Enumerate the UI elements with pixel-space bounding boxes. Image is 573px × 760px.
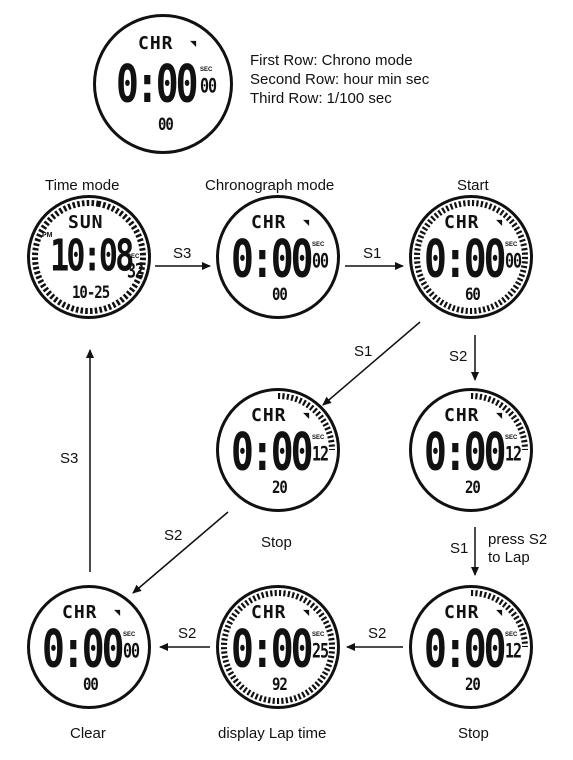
watch-face-stop-mid: CHR ◥ 0:00 SEC 12 20 xyxy=(216,388,340,512)
hundredths-digits: 00 xyxy=(272,285,288,305)
sec-label: SEC xyxy=(200,67,213,73)
alarm-icon: ◥ xyxy=(190,39,197,48)
seconds-digits: 00 xyxy=(505,249,522,273)
seconds-digits: 00 xyxy=(123,639,140,663)
edge-label-s3-left: S3 xyxy=(60,450,79,467)
edge-label-s2-bottom-right: S2 xyxy=(368,625,387,642)
sec-label: SEC xyxy=(312,435,325,441)
hundredths-digits: 92 xyxy=(272,675,288,695)
sec-label: SEC xyxy=(505,632,518,638)
sec-label: SEC xyxy=(312,242,325,248)
seconds-ring xyxy=(414,200,528,314)
sec-label: SEC xyxy=(123,632,136,638)
label-clear: Clear xyxy=(70,725,106,742)
alarm-icon: ◥ xyxy=(496,411,503,420)
date-digits: 10-25 xyxy=(72,283,110,303)
legend-line-3: Third Row: 1/100 sec xyxy=(250,90,392,107)
label-lap-time: display Lap time xyxy=(218,725,327,742)
label-chrono-mode: Chronograph mode xyxy=(205,177,335,194)
seconds-digits: 12 xyxy=(505,639,522,663)
seconds-digits: 12 xyxy=(312,442,329,466)
alarm-icon: ◥ xyxy=(303,411,310,420)
seconds-digits: 25 xyxy=(312,639,329,663)
watch-face-chrono-mode: CHR ◥ 0:00 SEC 00 00 xyxy=(216,195,340,319)
watch-face-start: CHR ◥ 0:00 SEC 00 60 xyxy=(409,195,533,319)
mode-text: CHR xyxy=(251,405,287,426)
mode-text: CHR xyxy=(251,212,287,233)
edge-label-press-s2: press S2 xyxy=(488,531,548,548)
watch-face-legend: CHR ◥ 0:00 SEC 00 00 xyxy=(93,14,233,154)
alarm-icon: ◥ xyxy=(303,218,310,227)
mode-text: CHR xyxy=(138,33,174,54)
hundredths-digits: 20 xyxy=(465,478,481,498)
label-stop-right: Stop xyxy=(458,725,489,742)
alarm-icon: ◥ xyxy=(496,218,503,227)
label-start: Start xyxy=(457,177,489,194)
hundredths-digits: 20 xyxy=(465,675,481,695)
seconds-ring xyxy=(470,393,528,451)
alarm-icon: ◥ xyxy=(303,608,310,617)
mode-text: CHR xyxy=(444,405,480,426)
watch-face-time-mode: SUN PM 10:08 SEC 32 10-25 xyxy=(27,195,151,319)
hundredths-digits: 00 xyxy=(83,675,99,695)
sec-label: SEC xyxy=(127,254,140,260)
edge-label-s1-diag: S1 xyxy=(354,343,373,360)
edge-label-to-lap: to Lap xyxy=(488,549,530,566)
legend-line-1: First Row: Chrono mode xyxy=(250,52,413,69)
watch-face-lap-right: CHR ◥ 0:00 SEC 12 20 xyxy=(409,388,533,512)
watch-face-lap-time: CHR ◥ 0:00 SEC 25 92 xyxy=(216,585,340,709)
watch-face-stop-right: CHR ◥ 0:00 SEC 12 20 xyxy=(409,585,533,709)
seconds-digits: 00 xyxy=(200,74,217,98)
mode-text: CHR xyxy=(62,602,98,623)
edge-label-s1-press: S1 xyxy=(450,540,469,557)
seconds-ring xyxy=(32,200,146,315)
main-time: 0:00 xyxy=(231,229,313,290)
arrow-s1-start-to-stop xyxy=(322,321,421,406)
seconds-digits: 32 xyxy=(127,259,144,283)
edge-label-s2-diag: S2 xyxy=(164,527,183,544)
edge-label-s2-down: S2 xyxy=(449,348,468,365)
edge-label-s1-top: S1 xyxy=(363,245,382,262)
main-time: 0:00 xyxy=(116,54,198,115)
alarm-icon: ◥ xyxy=(114,608,121,617)
main-time: 10:08 xyxy=(50,229,134,282)
label-time-mode: Time mode xyxy=(45,177,120,194)
hundredths-digits: 20 xyxy=(272,478,288,498)
seconds-ring xyxy=(221,590,335,704)
mode-text: SUN xyxy=(68,212,104,233)
main-time: 0:00 xyxy=(231,422,313,483)
main-time: 0:00 xyxy=(424,229,506,290)
edge-label-s3-top: S3 xyxy=(173,245,192,262)
main-time: 0:00 xyxy=(424,422,506,483)
mode-text: CHR xyxy=(444,212,480,233)
seconds-ring xyxy=(277,393,335,451)
main-time: 0:00 xyxy=(42,619,124,680)
sec-label: SEC xyxy=(312,632,325,638)
seconds-digits: 12 xyxy=(505,442,522,466)
label-stop-mid: Stop xyxy=(261,534,292,551)
main-time: 0:00 xyxy=(424,619,506,680)
legend-line-2: Second Row: hour min sec xyxy=(250,71,430,88)
alarm-icon: ◥ xyxy=(496,608,503,617)
edge-label-s2-bottom-left: S2 xyxy=(178,625,197,642)
mode-text: CHR xyxy=(251,602,287,623)
seconds-digits: 00 xyxy=(312,249,329,273)
arrow-s2-stop-to-clear xyxy=(132,511,229,594)
watch-face-clear: CHR ◥ 0:00 SEC 00 00 xyxy=(27,585,151,709)
sec-label: SEC xyxy=(505,435,518,441)
sec-label: SEC xyxy=(505,242,518,248)
hundredths-digits: 00 xyxy=(158,115,174,135)
mode-text: CHR xyxy=(444,602,480,623)
main-time: 0:00 xyxy=(231,619,313,680)
hundredths-digits: 60 xyxy=(465,285,481,305)
pm-indicator: PM xyxy=(42,232,53,239)
seconds-ring xyxy=(470,590,528,648)
